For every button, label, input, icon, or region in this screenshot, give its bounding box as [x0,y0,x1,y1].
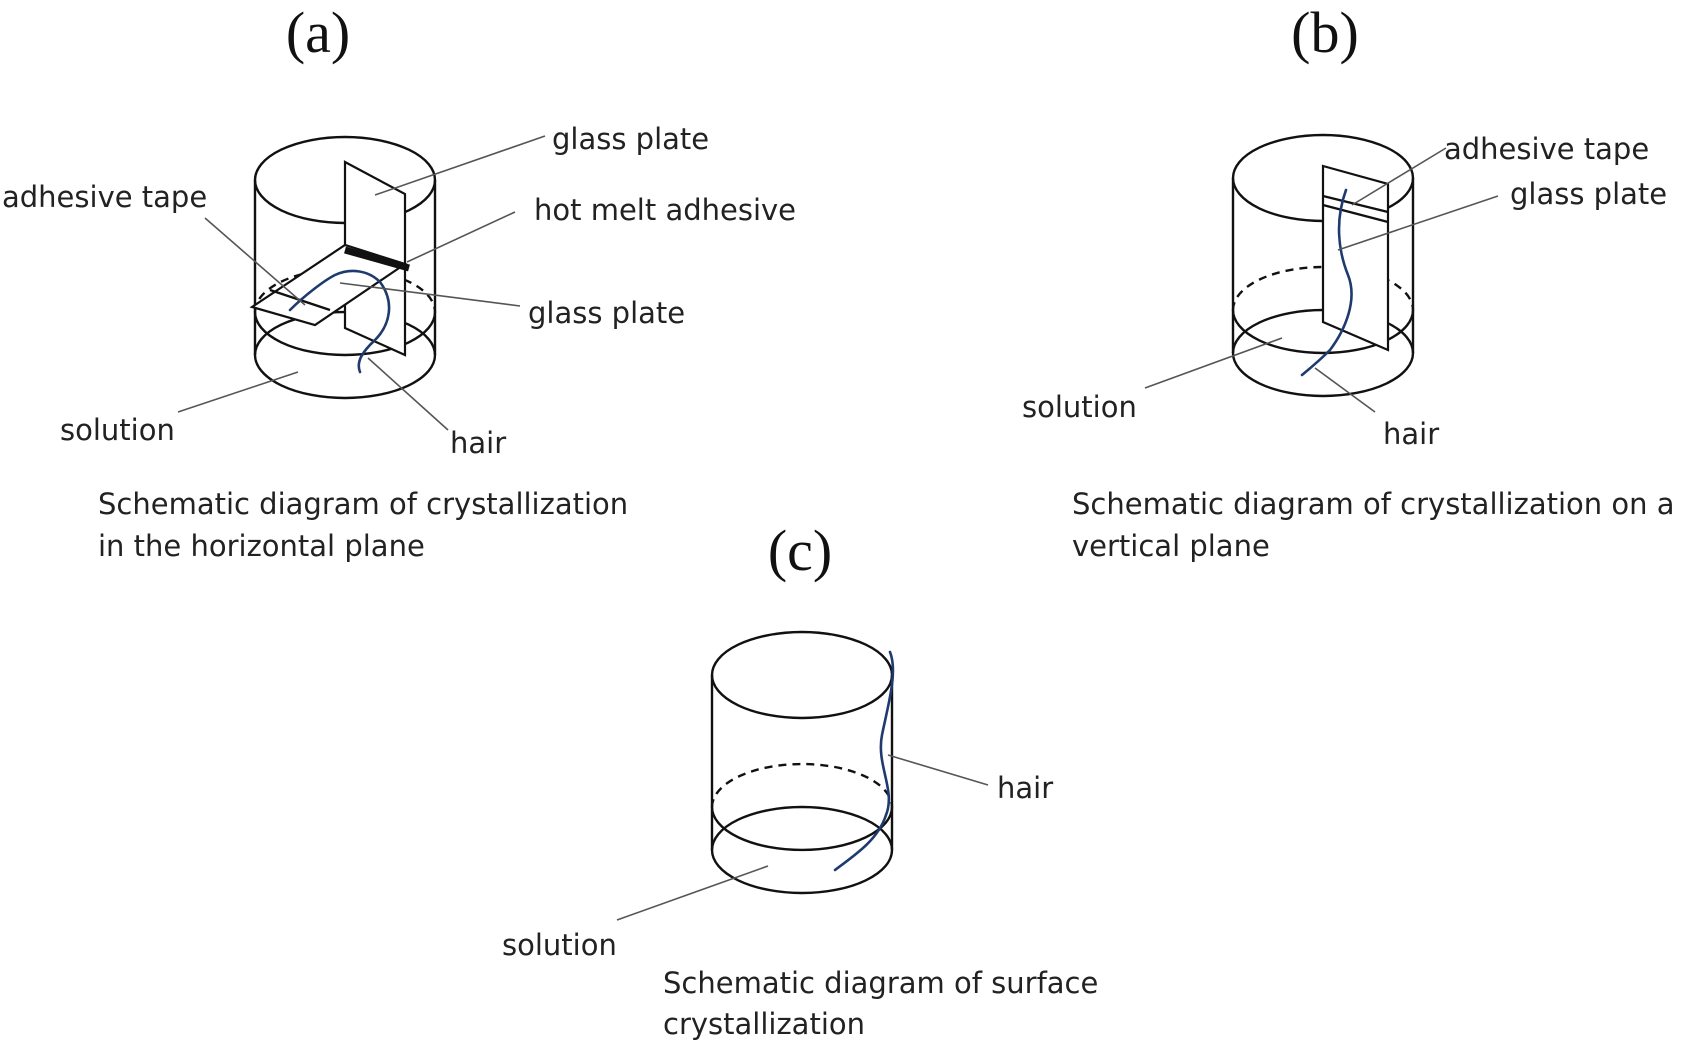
panel-c-beaker [710,630,894,895]
label-solution: solution [1022,390,1137,424]
label-solution: solution [502,928,617,962]
label-hair: hair [997,771,1053,805]
leader-hot-melt-adhesive [406,211,516,263]
label-hair: hair [1383,417,1439,451]
hair-strand-b [1300,188,1353,377]
caption-b-line2: vertical plane [1072,529,1270,563]
hair-strand-a [288,269,391,374]
panel-c-label: (c) [768,518,832,583]
caption-c-line1: Schematic diagram of surface [663,966,1098,1000]
hair-strand-c [833,650,895,872]
leader-hair [887,754,989,786]
label-adhesive-tape: adhesive tape [2,180,207,214]
panel-c: (c) hair solution Schematic diagram of s… [502,518,1098,1041]
beaker-bottom [710,805,894,895]
caption-a-line1: Schematic diagram of crystallization [98,487,628,521]
label-hair: hair [450,426,506,460]
caption-c-line2: crystallization [663,1007,865,1041]
hot-melt-adhesive-strip [344,246,410,272]
beaker-top-rim [710,630,894,720]
label-adhesive-tape: adhesive tape [1444,132,1649,166]
leader-glass-plate-horizontal [339,282,521,307]
label-glass-plate-vertical: glass plate [552,122,709,156]
panel-b-label: (b) [1291,0,1359,65]
label-glass-plate-horizontal: glass plate [528,296,685,330]
panel-a-label: (a) [286,0,350,65]
solution-surface-front [710,806,894,852]
caption-b-line1: Schematic diagram of crystallization on … [1072,487,1675,521]
leader-solution [177,371,299,413]
solution-surface-back [710,762,894,808]
leader-solution [1144,337,1283,389]
leader-glass-plate [1337,195,1499,251]
leader-hair [1314,367,1376,413]
leader-glass-plate-vertical [374,135,546,196]
panel-a: (a) glass plate adhesive tape hot melt a… [2,0,796,563]
leader-adhesive-tape [1351,147,1447,206]
panel-b-beaker [1231,133,1415,398]
label-solution: solution [60,413,175,447]
adhesive-tape-top-edge [1322,194,1389,214]
adhesive-tape-bottom-edge [1322,203,1389,224]
panel-b: (b) adhesive tape glass plate solution h… [1022,0,1675,563]
leader-hair [367,357,449,431]
solution-surface-front [1231,309,1415,355]
label-hot-melt-adhesive: hot melt adhesive [534,193,796,227]
leader-adhesive-tape [204,217,306,306]
vertical-glass-plate [1321,164,1390,352]
solution-surface-front [253,311,437,357]
caption-a-line2: in the horizontal plane [98,529,425,563]
label-glass-plate: glass plate [1510,177,1667,211]
leader-solution [616,865,769,921]
